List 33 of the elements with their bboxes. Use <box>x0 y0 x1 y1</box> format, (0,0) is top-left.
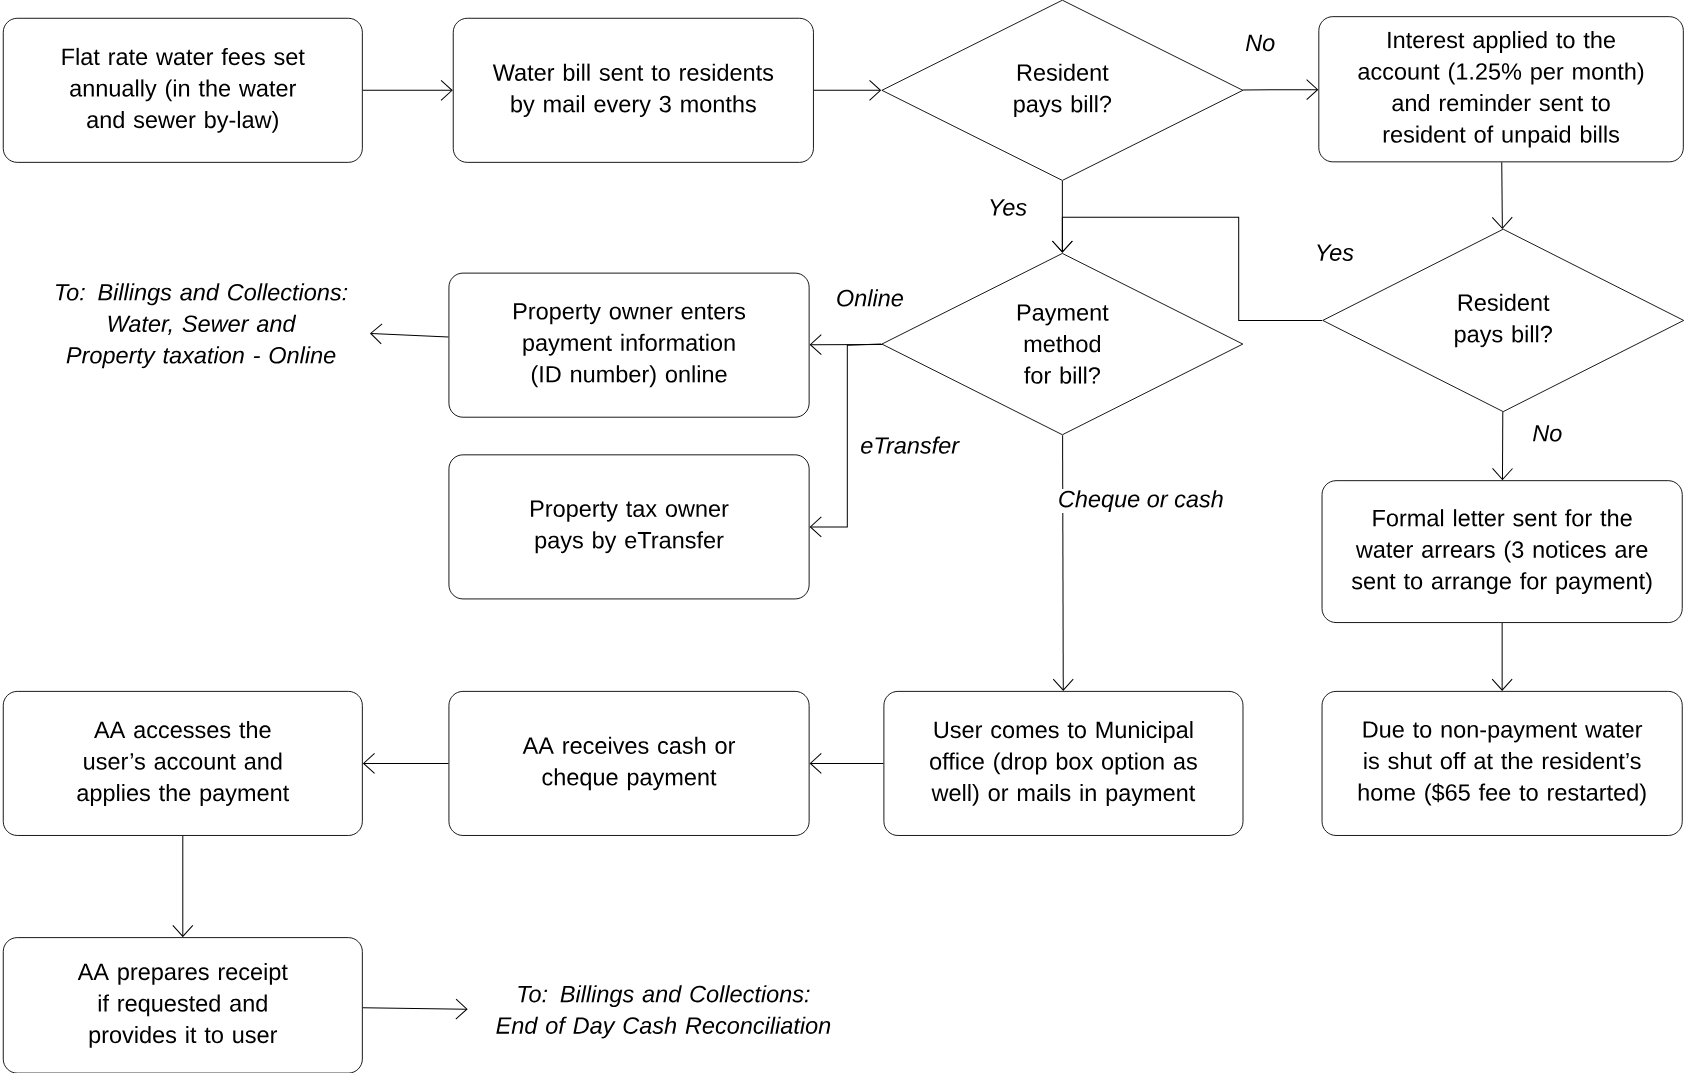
process-box: Property owner enters payment information (ID number) online <box>448 272 810 418</box>
arrow <box>813 79 881 101</box>
arrow <box>1491 161 1513 229</box>
process-box: AA prepares receipt if requested and provides it to user <box>2 937 363 1073</box>
arrow <box>1242 79 1319 101</box>
process-box: User comes to Municipal office (drop box option as well) or mails in payment <box>883 690 1244 836</box>
arrow <box>1491 622 1513 691</box>
arrow <box>1052 434 1074 691</box>
arrow <box>370 323 449 345</box>
arrow <box>362 998 468 1020</box>
edge-label: Cheque or cash <box>1056 489 1225 513</box>
arrow <box>362 79 453 101</box>
destination-note: To: Billings and Collections: Water, Sewer and Property taxation - Online <box>56 283 348 369</box>
process-box: Water bill sent to residents by mail every 3 months <box>452 17 814 163</box>
arrow <box>1051 216 1323 321</box>
process-box: AA accesses the user’s account and applies the payment <box>2 690 363 836</box>
process-box: Due to non-payment water is shut off at the resident’s home ($65 fee to restarted) <box>1321 690 1683 836</box>
edge-label: eTransfer <box>859 435 961 455</box>
arrow <box>1492 411 1514 480</box>
destination-note: To: Billings and Collections: End of Day Cash Reconciliation <box>496 985 831 1039</box>
arrow <box>809 334 883 356</box>
arrow <box>809 343 882 538</box>
process-box: Interest applied to the account (1.25% per month) and reminder sent to resident of unpaid bills <box>1318 16 1684 163</box>
edge-label: No <box>1531 424 1564 443</box>
arrow <box>809 752 884 774</box>
process-box: AA receives cash or cheque payment <box>448 690 810 836</box>
edge-label: Yes <box>986 198 1029 217</box>
edge-label: No <box>1244 33 1277 53</box>
process-box: Flat rate water fees set annually (in the water and sewer by-law) <box>2 17 363 163</box>
process-box: Property tax owner pays by eTransfer <box>448 454 810 600</box>
arrow <box>172 835 194 937</box>
process-box: Formal letter sent for the water arrears (3 notices are sent to arrange for payment) <box>1321 480 1683 623</box>
arrow <box>363 752 449 774</box>
